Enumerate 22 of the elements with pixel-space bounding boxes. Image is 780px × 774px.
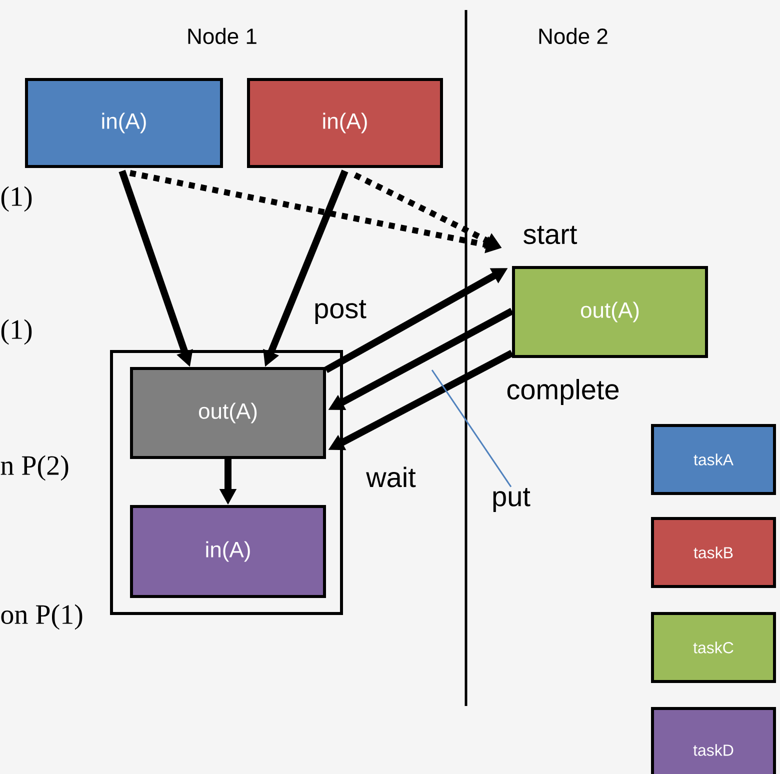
side-text: (1) (1, 186, 32, 212)
side-text: on P(1) (1, 604, 82, 630)
leader-text: put (493, 488, 530, 512)
column-heading: Node 2 (539, 28, 608, 44)
process-box: out(A) (512, 266, 708, 358)
process-box: in(A) (130, 505, 326, 598)
legend-box: taskC (651, 612, 776, 683)
side-text: (1) (1, 319, 32, 345)
leader-line (431, 370, 512, 488)
edge-label: start (522, 224, 578, 246)
process-box: out(A) (130, 367, 326, 459)
process-box: in(A) (25, 78, 223, 168)
column-heading: Node 1 (188, 28, 256, 44)
edge-label: wait (365, 466, 417, 488)
edge-label: post (312, 299, 368, 325)
edge-label: complete (505, 378, 621, 406)
legend-box: taskB (651, 517, 776, 588)
legend-box: taskD (651, 707, 776, 774)
side-text: n P(2) (0, 455, 68, 481)
process-box: in(A) (247, 78, 443, 168)
legend-box: taskA (651, 424, 776, 495)
container-box (110, 350, 343, 615)
